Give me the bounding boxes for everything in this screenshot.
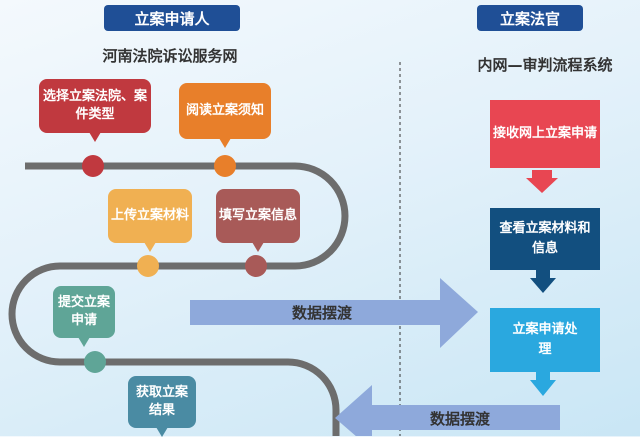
applicant-subtitle: 河南法院诉讼服务网	[102, 47, 238, 65]
step-receive-application: 接收网上立案申请	[490, 100, 600, 168]
transfer-label-left: 数据摆渡	[430, 410, 491, 428]
step-marker-4	[245, 255, 267, 277]
step-marker-5	[84, 351, 106, 373]
step-get-result: 获取立案结果	[128, 376, 196, 437]
step-select-court: 选择立案法院、案件类型	[39, 79, 151, 142]
step-review-materials: 查看立案材料和信息	[490, 208, 600, 270]
step-process-application: 立案申请处理	[490, 308, 600, 372]
process-road	[8, 162, 349, 436]
transfer-arrow-left	[335, 385, 560, 436]
step-read-notice: 阅读立案须知	[179, 83, 271, 148]
step-marker-3	[137, 255, 159, 277]
transfer-label-right: 数据摆渡	[292, 304, 353, 322]
applicant-header: 立案申请人	[104, 5, 240, 31]
down-arrow-2	[530, 270, 556, 293]
transfer-arrow-right	[190, 278, 478, 348]
judge-subtitle: 内网—审判流程系统	[477, 56, 613, 74]
down-arrow-3	[530, 372, 556, 396]
step-submit-application: 提交立案申请	[53, 286, 115, 347]
judge-header: 立案法官	[477, 5, 583, 31]
step-marker-1	[82, 155, 104, 177]
step-marker-2	[214, 155, 236, 177]
down-arrow-1	[526, 170, 558, 193]
step-upload-materials: 上传立案材料	[108, 189, 192, 252]
step-fill-info: 填写立案信息	[216, 189, 300, 252]
